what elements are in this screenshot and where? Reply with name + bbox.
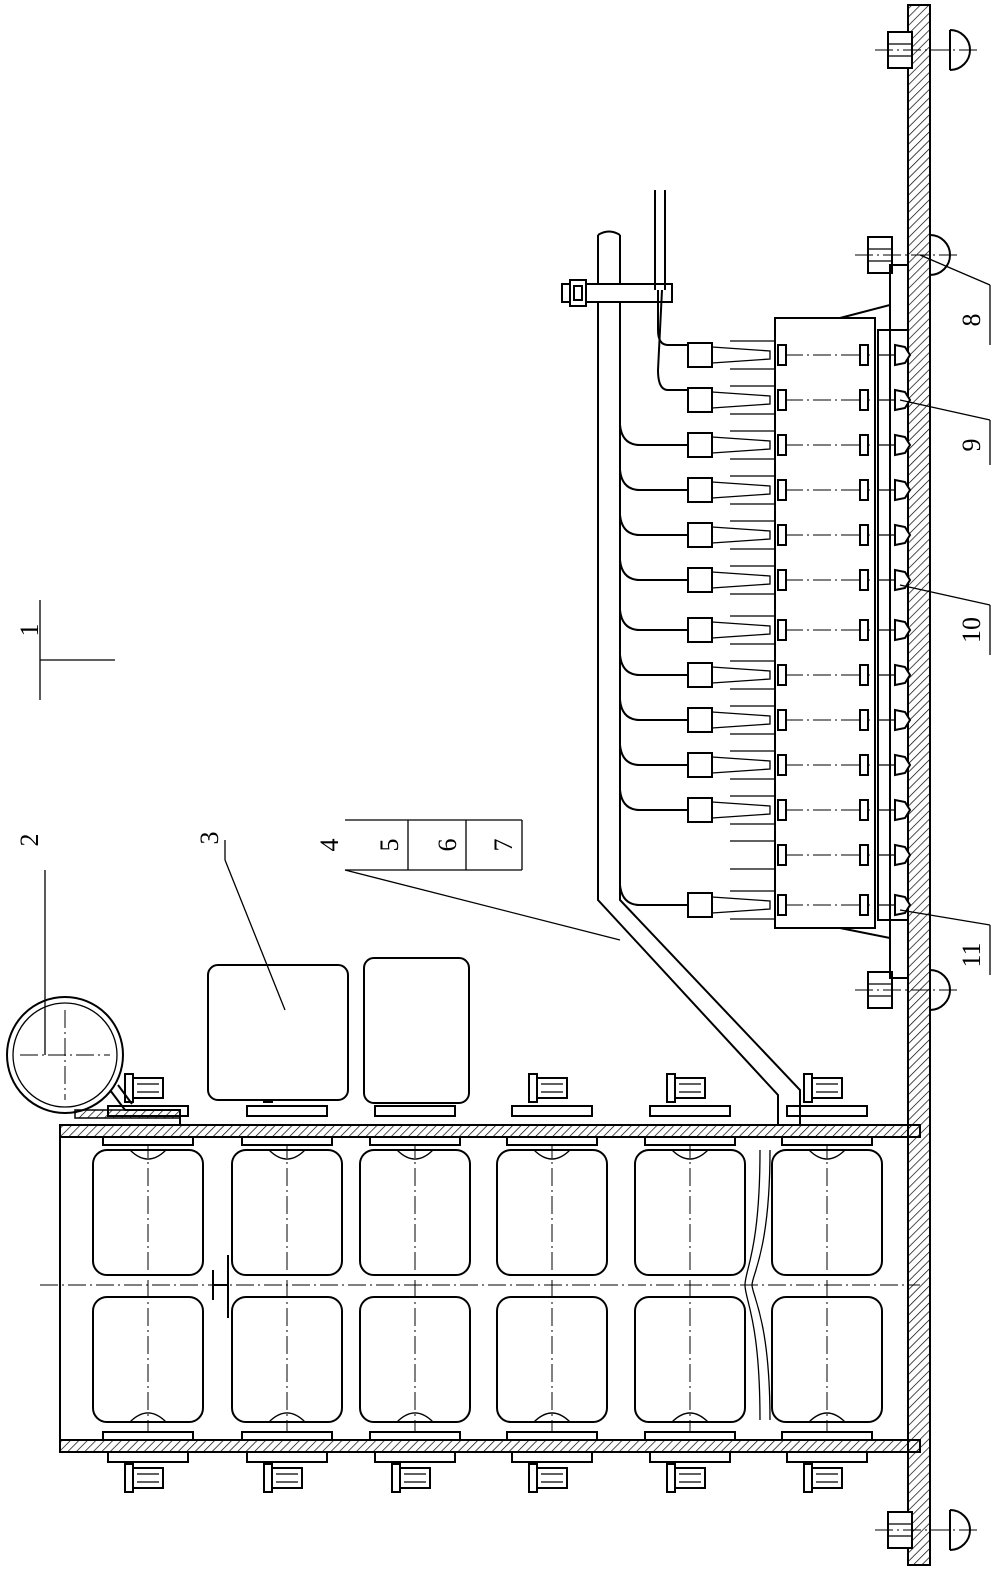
nut-bottom: [391, 1463, 431, 1493]
terminal: [619, 469, 912, 505]
callout-7: 7: [489, 839, 518, 852]
nut-bottom: [803, 1463, 843, 1493]
callout-5: 5: [375, 839, 404, 852]
main-housing: [40, 1124, 921, 1453]
terminal: [730, 840, 912, 870]
mounting-bolt: [855, 234, 960, 276]
terminal: [619, 789, 912, 825]
nut-bottom: [263, 1463, 303, 1493]
terminal-block: [774, 264, 909, 979]
nut-top: [666, 1073, 706, 1103]
mounting-bolt: [855, 969, 960, 1011]
mounting-bolt: [875, 29, 980, 71]
capacitor-unit: [92, 1073, 204, 1493]
callout-2: 2: [15, 834, 44, 847]
terminal: [619, 884, 912, 920]
capacitor-unit: [771, 1073, 883, 1493]
callout-8: 8: [957, 314, 986, 327]
nut-bottom: [666, 1463, 706, 1493]
cable-conduit: [561, 190, 801, 1125]
terminal: [619, 559, 912, 595]
nut-top: [124, 1073, 164, 1103]
terminal: [687, 385, 912, 415]
terminal: [619, 514, 912, 550]
callout-3: 3: [195, 832, 224, 845]
base-bolts: [855, 29, 980, 1551]
callout-1: 1: [15, 624, 44, 637]
terminal: [619, 699, 912, 735]
capacitor-unit: [231, 1073, 343, 1493]
terminal: [619, 609, 912, 645]
callout-labels: 1 2 3 4 5 6 7 8 9 10 11: [15, 314, 986, 968]
capacitor-unit: [634, 1073, 746, 1493]
module-boxes: [207, 957, 470, 1104]
callout-9: 9: [957, 439, 986, 452]
terminal: [619, 744, 912, 780]
capacitor-unit: [496, 1073, 608, 1493]
callout-4: 4: [315, 839, 344, 852]
leader-lines: [39, 254, 991, 1055]
capacitor-units: [92, 1073, 883, 1493]
capacitor-unit: [359, 1073, 471, 1493]
nut-top: [528, 1073, 568, 1103]
mounting-bolt: [875, 1509, 980, 1551]
nut-bottom: [124, 1463, 164, 1493]
callout-11: 11: [957, 942, 986, 967]
callout-10: 10: [957, 617, 986, 643]
terminal: [619, 424, 912, 460]
terminals: [619, 289, 912, 920]
nut-bottom: [528, 1463, 568, 1493]
cable-clamp: [6, 996, 181, 1125]
terminal: [687, 340, 912, 370]
base-plate: [907, 4, 931, 1566]
callout-6: 6: [433, 839, 462, 852]
internal-wiring: [212, 1149, 771, 1421]
signal-wires: [656, 289, 688, 391]
terminal: [619, 654, 912, 690]
nut-top: [803, 1073, 843, 1103]
